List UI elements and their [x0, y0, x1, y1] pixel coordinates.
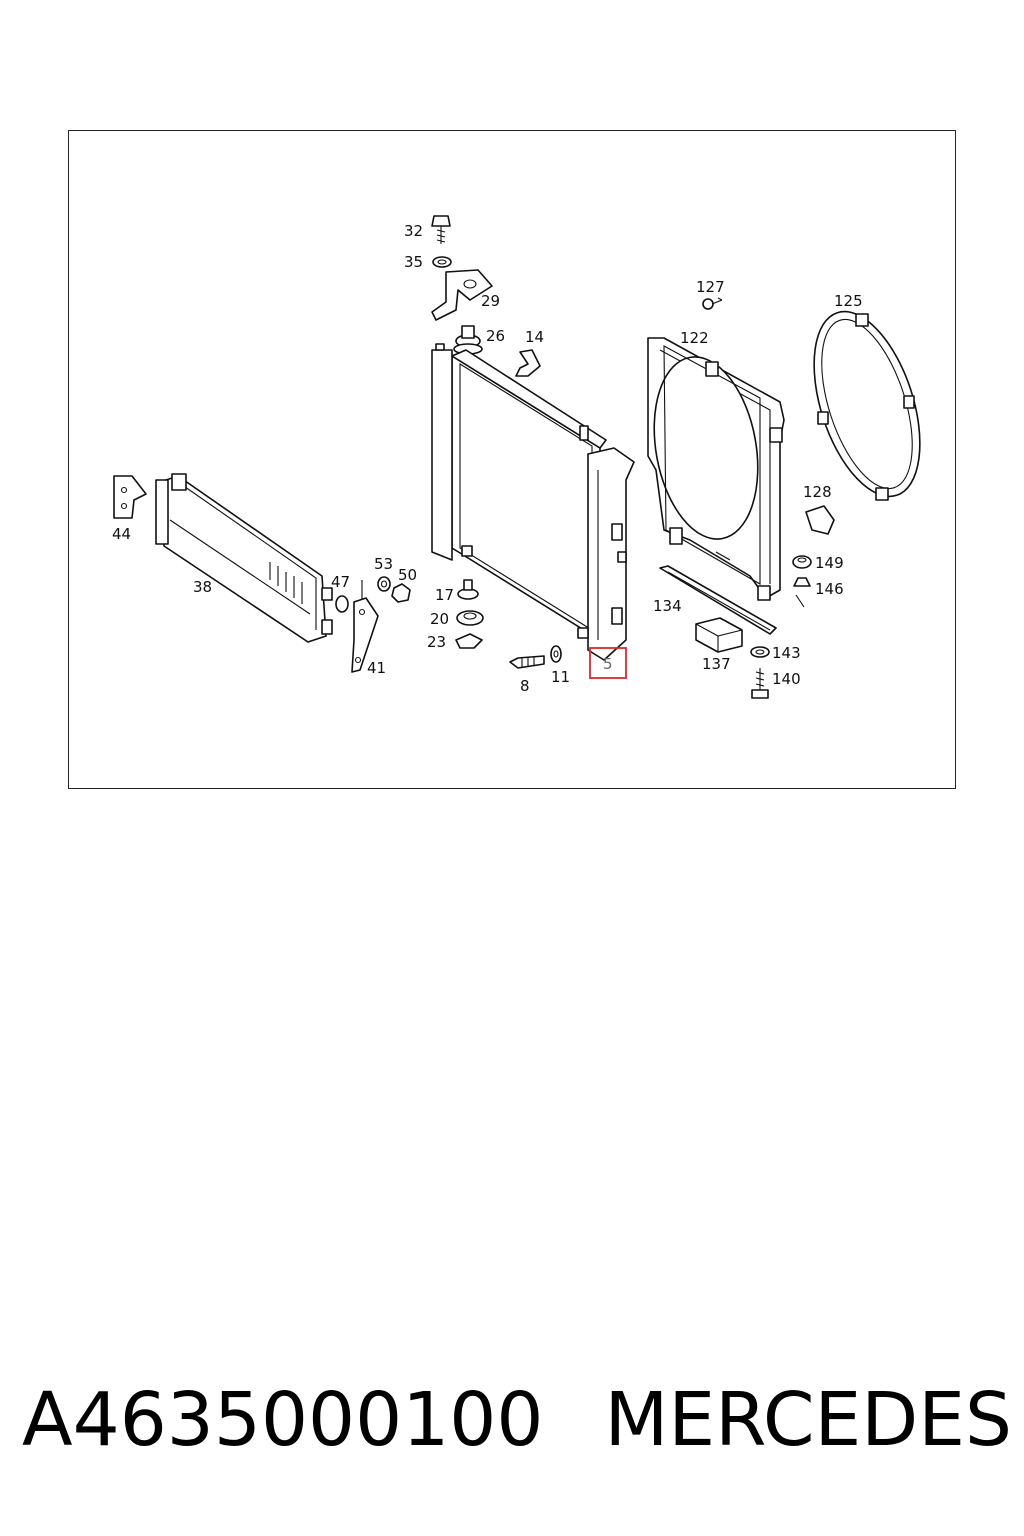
callout-26: 26	[486, 327, 505, 345]
callout-17: 17	[435, 586, 454, 604]
callout-14: 14	[525, 328, 544, 346]
clip-23	[455, 633, 483, 649]
bolt-140	[751, 668, 769, 699]
bolt-32	[431, 215, 451, 244]
callout-8: 8	[520, 677, 530, 695]
highlighted-callout-5[interactable]: 5	[589, 647, 627, 679]
callout-23: 23	[427, 633, 446, 651]
pad-137	[695, 617, 743, 653]
fan-shroud-122	[647, 337, 785, 601]
callout-134: 134	[653, 597, 682, 615]
grommet-47	[335, 595, 349, 613]
bracket-29	[431, 269, 493, 321]
callout-149: 149	[815, 554, 844, 572]
callout-146: 146	[815, 580, 844, 598]
radiator-5	[431, 343, 635, 661]
callout-140: 140	[772, 670, 801, 688]
callout-35: 35	[404, 253, 423, 271]
highlight-box	[589, 647, 627, 679]
callout-29: 29	[481, 292, 500, 310]
callout-125: 125	[834, 292, 863, 310]
part-number: A4635000100	[22, 1377, 544, 1463]
mount-17	[457, 579, 479, 600]
clip-128	[805, 505, 835, 535]
oil-cooler-fins	[269, 562, 303, 604]
callout-127: 127	[696, 278, 725, 296]
callout-41: 41	[367, 659, 386, 677]
washer-11	[550, 645, 562, 663]
fan-ring-125	[813, 310, 921, 501]
callout-5: 5	[603, 655, 613, 673]
callout-143: 143	[772, 644, 801, 662]
callout-20: 20	[430, 610, 449, 628]
washer-35	[432, 256, 452, 268]
callout-53: 53	[374, 555, 393, 573]
part-caption: A4635000100 MERCEDES	[22, 1370, 1012, 1470]
screw-8	[509, 655, 545, 669]
callout-11: 11	[551, 668, 570, 686]
callout-137: 137	[702, 655, 731, 673]
callout-128: 128	[803, 483, 832, 501]
support-strip-134	[659, 565, 777, 635]
callout-47: 47	[331, 573, 350, 591]
nut-149	[792, 555, 812, 569]
mount-26	[453, 325, 483, 355]
clip-14	[515, 349, 541, 377]
mount-20	[456, 610, 484, 626]
washer-53	[377, 576, 391, 592]
bracket-41	[351, 597, 379, 673]
washer-143	[750, 646, 770, 658]
callout-44: 44	[112, 525, 131, 543]
bracket-44	[113, 475, 147, 519]
nut-50	[391, 583, 411, 603]
callout-50: 50	[398, 566, 417, 584]
brand-name: MERCEDES	[604, 1377, 1012, 1463]
clip-127	[702, 297, 723, 310]
callout-122: 122	[680, 329, 709, 347]
exploded-parts-diagram: 32 35 29 26 14 127 122 125 128 149 146 1…	[112, 215, 921, 699]
oil-cooler-38	[155, 473, 333, 643]
callout-38: 38	[193, 578, 212, 596]
callout-32: 32	[404, 222, 423, 240]
grommet-146	[793, 577, 811, 587]
